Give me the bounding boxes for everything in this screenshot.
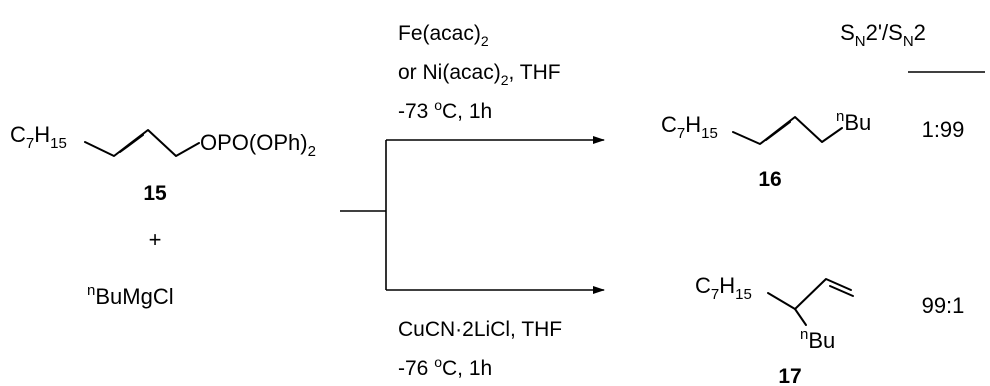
sm-leaving-group: OPO(OPh)2 xyxy=(200,130,316,160)
top-condition-line2: or Ni(acac)2, THF xyxy=(398,61,561,88)
compound-number-16: 16 xyxy=(758,168,781,191)
top-conditions: Fe(acac)2 or Ni(acac)2, THF -73 oC, 1h xyxy=(398,22,561,123)
p17-butyl-bond xyxy=(794,308,807,326)
compound-number-15: 15 xyxy=(143,182,167,205)
starting-material-15: C7H15 OPO(OPh)2 15 xyxy=(10,122,316,205)
p16-alkyl-label: C7H15 xyxy=(661,112,718,142)
sm-chain-bonds xyxy=(84,129,200,157)
bottom-condition-line2: -76 oC, 1h xyxy=(398,354,492,380)
p17-alkyl-label: C7H15 xyxy=(695,273,752,303)
bottom-condition-line1: CuCN·2LiCl, THF xyxy=(398,318,562,341)
ratio-16: 1:99 xyxy=(922,117,965,142)
selectivity-column-header: SN2'/SN2 xyxy=(840,20,985,73)
sm-double-bond-line xyxy=(119,134,144,153)
compound-number-17: 17 xyxy=(778,365,801,386)
selectivity-header-text: SN2'/SN2 xyxy=(840,20,926,50)
sm-alkyl-label: C7H15 xyxy=(10,122,67,152)
ratio-17: 99:1 xyxy=(922,293,965,318)
plus-sign: + xyxy=(149,227,162,252)
product-16: C7H15 nBu 16 1:99 xyxy=(661,108,964,191)
reaction-arrows xyxy=(340,136,605,294)
top-condition-line3: -73 oC, 1h xyxy=(398,97,492,123)
product-17: C7H15 nBu 17 99:1 xyxy=(695,273,964,386)
p16-chain-bonds xyxy=(732,116,843,145)
p16-substituent: nBu xyxy=(836,108,871,135)
p17-substituent: nBu xyxy=(800,326,835,353)
p16-double-bond-line xyxy=(765,121,791,141)
p17-chain-bonds xyxy=(767,278,852,310)
top-condition-line1: Fe(acac)2 xyxy=(398,22,489,49)
bottom-conditions: CuCN·2LiCl, THF -76 oC, 1h xyxy=(398,318,562,380)
grignard-reagent: nBuMgCl xyxy=(87,282,174,309)
p17-double-bond-line xyxy=(829,285,854,297)
